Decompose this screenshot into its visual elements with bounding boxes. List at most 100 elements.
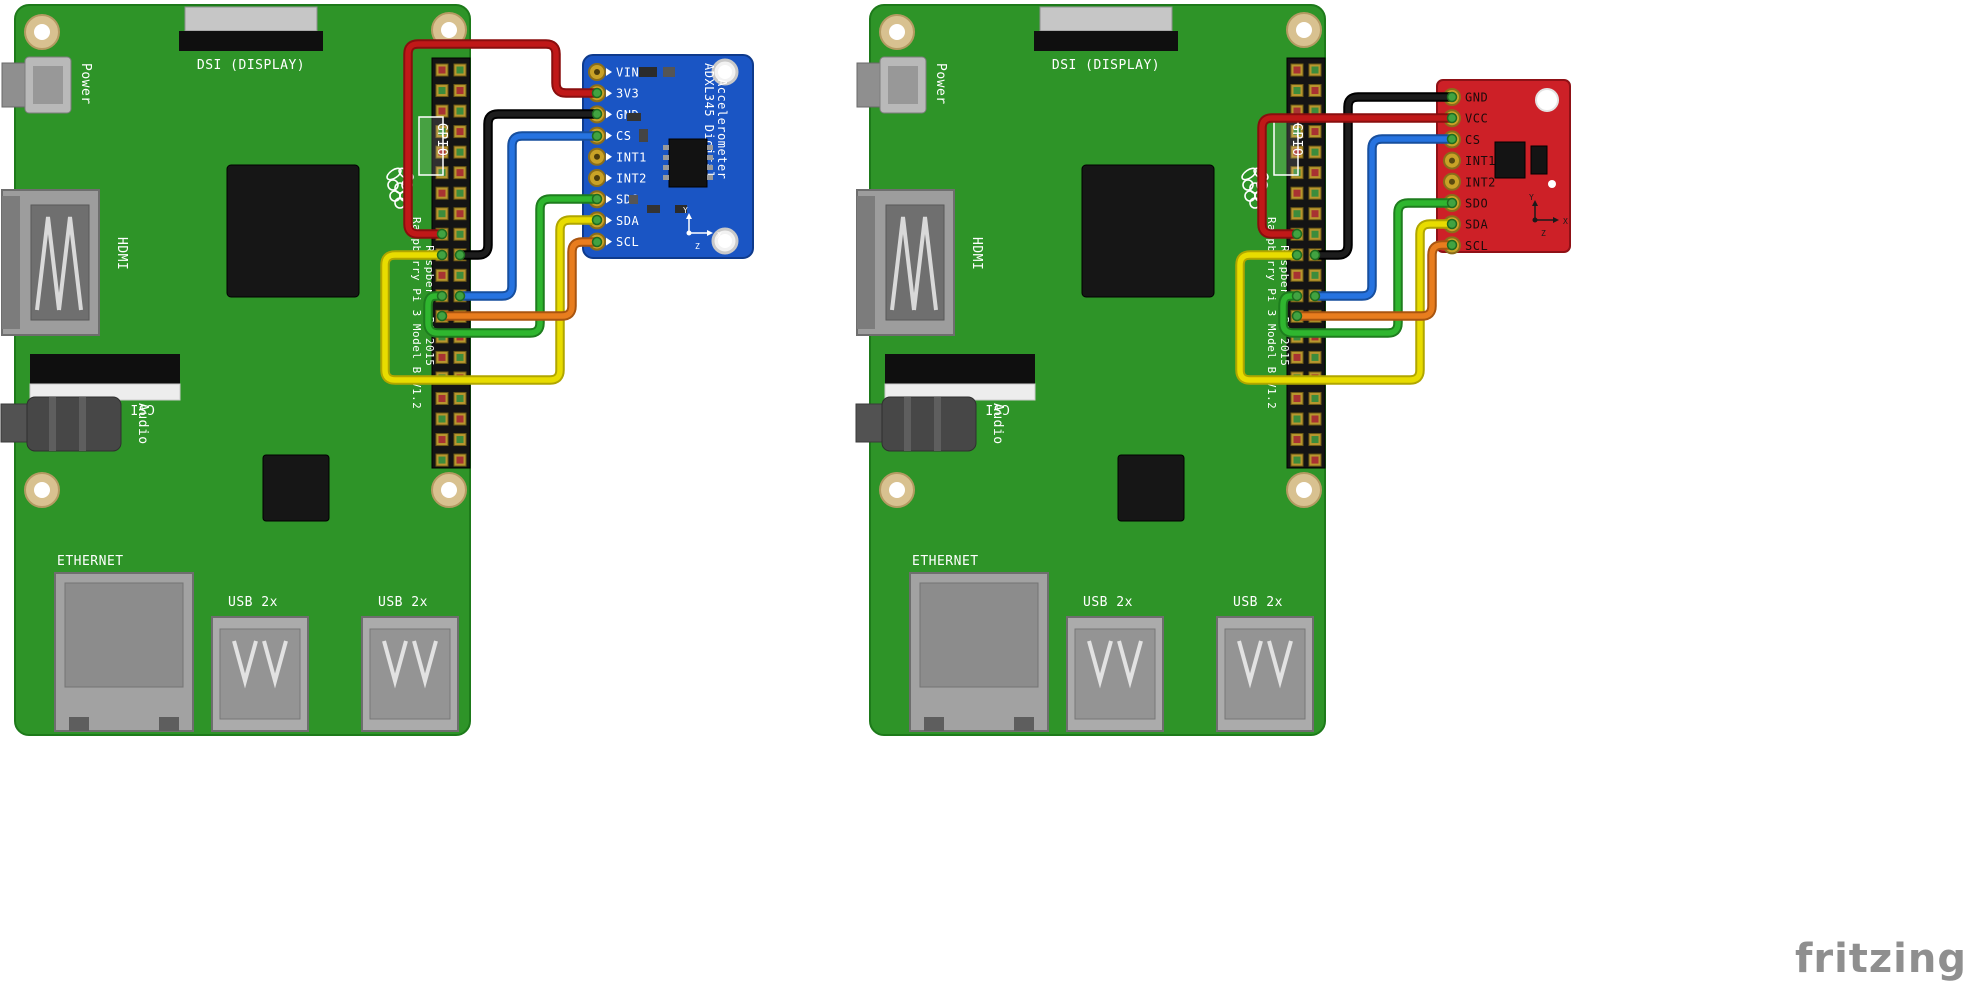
gpio-pin-center	[456, 189, 464, 197]
usb-port-1	[211, 616, 309, 732]
gpio-pin-center	[1293, 415, 1301, 423]
ethernet-port	[909, 572, 1049, 732]
gpio-pin-center	[1293, 189, 1301, 197]
gpio-pin-center	[1293, 271, 1301, 279]
audio-jack	[855, 396, 977, 452]
mounting-hole-center	[441, 482, 457, 498]
polygon-shape	[1553, 217, 1559, 223]
rect-shape	[919, 582, 1039, 688]
gpio-pin-center	[456, 230, 464, 238]
pin-label: GND	[1465, 91, 1488, 105]
path-shape	[35, 216, 61, 311]
rect-shape	[855, 403, 885, 443]
wire-vcc	[1259, 115, 1455, 237]
pin-label: SCL	[616, 235, 639, 249]
gpio-pin-center	[438, 456, 446, 464]
gpio-pin-center	[1293, 148, 1301, 156]
gpio-pin-center	[1293, 128, 1301, 136]
smd-component	[647, 205, 660, 213]
connection-dot	[1291, 249, 1303, 261]
rect-shape	[857, 196, 875, 329]
connection-dot	[1446, 239, 1458, 251]
rect-shape	[184, 6, 318, 32]
rect-shape	[904, 397, 911, 451]
rect-shape	[707, 175, 713, 180]
rect-shape	[707, 155, 713, 160]
rect-shape	[159, 717, 179, 731]
power-connector	[856, 56, 927, 114]
gpio-pin-center	[438, 353, 446, 361]
rect-shape	[663, 175, 669, 180]
circle-shape	[1242, 179, 1254, 191]
pin-arrow-icon	[606, 195, 612, 204]
audio-jack	[0, 396, 122, 452]
gpio-pin-center	[1293, 353, 1301, 361]
wire-scl	[1294, 242, 1455, 319]
circle-shape	[594, 69, 600, 75]
usb-port-2	[1216, 616, 1314, 732]
wire-sda	[1237, 221, 1455, 383]
rect-shape	[924, 717, 944, 731]
pin-label: VCC	[1465, 112, 1488, 126]
wire-cs	[457, 133, 600, 299]
usb-hub-chip	[1117, 454, 1185, 522]
rect-shape	[663, 165, 669, 170]
connection-dot	[591, 236, 603, 248]
connection-dot	[591, 87, 603, 99]
ethernet-label: ETHERNET	[57, 554, 124, 569]
axis-y-label: Y	[683, 206, 688, 215]
smd-component	[639, 129, 648, 142]
gpio-pin-center	[1311, 148, 1319, 156]
connection-dot	[591, 130, 603, 142]
circle-shape	[594, 153, 600, 160]
gpio-pin-center	[456, 394, 464, 402]
gpio-pin-center	[456, 436, 464, 444]
gpio-pin-center	[1293, 456, 1301, 464]
rect-shape	[1039, 6, 1173, 32]
path-shape	[1237, 640, 1263, 689]
path-shape	[912, 216, 938, 311]
gpio-pin-center	[438, 415, 446, 423]
mounting-hole-center	[34, 482, 50, 498]
gpio-pin-center	[1311, 107, 1319, 115]
smd-component	[1530, 145, 1548, 175]
power-label: Power	[933, 63, 948, 105]
circle-shape	[718, 234, 732, 248]
smd-component	[663, 67, 675, 77]
gpio-label-box	[418, 116, 444, 176]
smd-component	[639, 67, 657, 77]
pin-label: SDA	[616, 214, 639, 228]
wire-cs	[1312, 136, 1455, 299]
rect-shape	[1224, 628, 1306, 720]
connection-dot	[1291, 310, 1303, 322]
ethernet-port	[54, 572, 194, 732]
rect-shape	[1074, 628, 1156, 720]
gpio-pin-center	[456, 415, 464, 423]
pin-label: INT1	[1465, 154, 1496, 168]
connection-dot	[1446, 112, 1458, 124]
connection-dot	[1446, 133, 1458, 145]
connection-dot	[1446, 218, 1458, 230]
wire-sdo	[425, 196, 600, 336]
rect-shape	[663, 145, 669, 150]
gpio-pin-center	[1311, 230, 1319, 238]
rect-shape	[369, 628, 451, 720]
gpio-pin-center	[456, 210, 464, 218]
rect-shape	[1034, 31, 1178, 51]
gpio-pin-center	[456, 128, 464, 136]
axis-x-label: X	[717, 231, 722, 240]
gpio-label: GPIO	[1289, 123, 1304, 156]
mounting-hole-center	[441, 22, 457, 38]
breakout-title-line2: Accelerometer	[715, 79, 729, 179]
gpio-pin-center	[1293, 394, 1301, 402]
pin-arrow-icon	[606, 152, 612, 161]
usb-hub-chip	[262, 454, 330, 522]
rect-shape	[64, 582, 184, 688]
gpio-pin-center	[456, 107, 464, 115]
power-connector	[1, 56, 72, 114]
rect-shape	[934, 397, 941, 451]
usb-port-1	[1066, 616, 1164, 732]
pin-label: 3V3	[616, 87, 639, 101]
gpio-pin-center	[1293, 436, 1301, 444]
wires-left	[380, 39, 603, 385]
